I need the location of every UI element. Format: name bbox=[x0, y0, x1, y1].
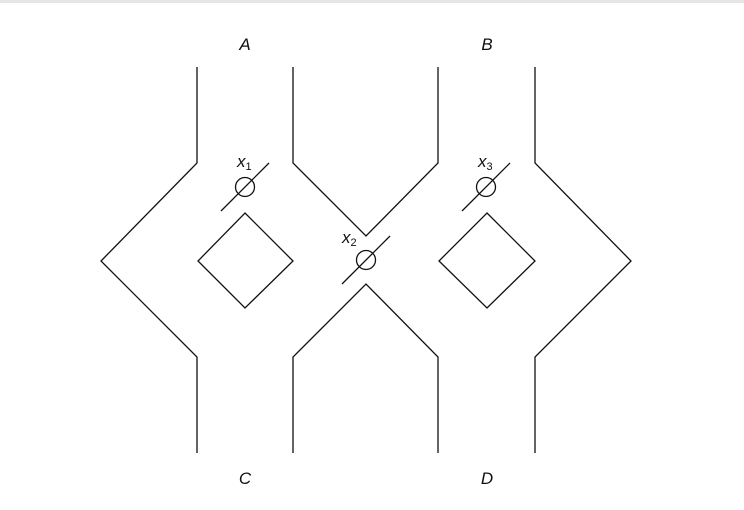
left-island bbox=[197, 212, 294, 309]
gate-x3-label: x3 bbox=[477, 152, 493, 173]
lower-middle-wall bbox=[292, 283, 439, 453]
gate-x3-circle bbox=[475, 176, 497, 198]
gate-x3-bar bbox=[461, 162, 511, 212]
gate-x2: x2 bbox=[341, 228, 391, 285]
label-a: A bbox=[238, 35, 250, 54]
right-island bbox=[438, 212, 536, 309]
gate-x2-label: x2 bbox=[341, 228, 357, 249]
label-d: D bbox=[481, 469, 493, 488]
outer-left-wall bbox=[100, 67, 198, 453]
gate-x2-circle bbox=[355, 249, 377, 271]
gate-x1-label: x1 bbox=[236, 152, 252, 173]
top-border bbox=[0, 0, 744, 3]
gate-x1-bar bbox=[220, 162, 270, 212]
gate-x1: x1 bbox=[220, 152, 270, 212]
gate-x1-circle bbox=[234, 176, 256, 198]
gate-x3: x3 bbox=[461, 152, 511, 212]
label-b: B bbox=[481, 35, 492, 54]
label-c: C bbox=[239, 469, 252, 488]
upper-middle-wall bbox=[292, 67, 439, 237]
outer-right-wall bbox=[534, 67, 632, 453]
gate-x2-bar bbox=[341, 235, 391, 285]
